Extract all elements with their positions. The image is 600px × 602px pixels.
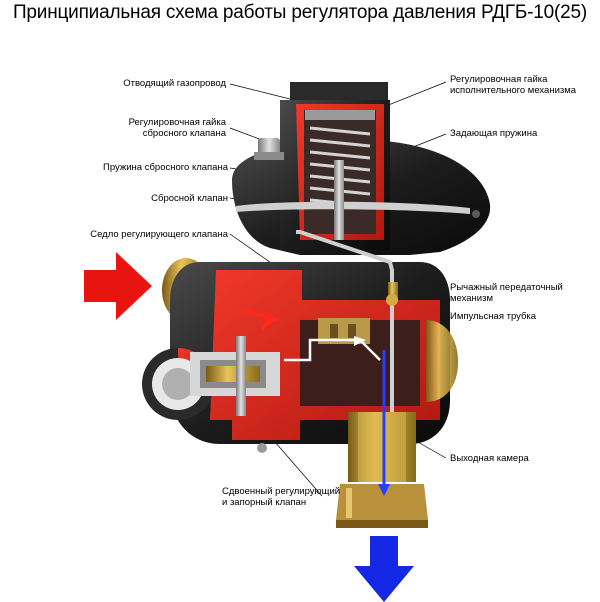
label-outlet-pipe: Отводящий газопровод (123, 78, 226, 89)
outlet-arrow (354, 536, 414, 602)
label-lever-line2: механизм (450, 293, 493, 304)
dual-valve (190, 336, 280, 416)
label-relief-nut-line1: Регулировочная гайка (128, 117, 226, 128)
label-dual-valve-line2: и запорный клапан (222, 497, 307, 508)
label-relief-nut: Регулировочная гайка сбросного клапана (129, 117, 226, 139)
inlet-arrow (84, 252, 152, 320)
label-actuator-nut: Регулировочная гайка исполнительного мех… (450, 74, 576, 96)
label-actuator-nut-line2: исполнительного механизма (450, 85, 577, 96)
label-dual-valve-line1: Сдвоенный регулирующий (222, 486, 341, 497)
label-setting-spring: Задающая пружина (450, 128, 538, 139)
label-relief-spring: Пружина сбросного клапана (103, 162, 228, 173)
label-lever-line1: Рычажный передаточный (450, 282, 563, 293)
label-lever: Рычажный передаточный механизм (450, 282, 563, 304)
outlet-nut (336, 484, 428, 520)
label-relief-nut-line2: сбросного клапана (142, 128, 226, 139)
page-title: Принципиальная схема работы регулятора д… (12, 2, 588, 23)
label-valve-seat: Седло регулирующего клапана (90, 229, 228, 240)
label-outlet-chamber: Выходная камера (450, 453, 529, 464)
impulse-tube (296, 230, 394, 430)
side-flange (426, 320, 458, 402)
label-impulse-tube: Импульсная трубка (450, 311, 537, 322)
label-relief-valve: Сбросной клапан (151, 193, 228, 204)
label-dual-valve: Сдвоенный регулирующий и запорный клапан (222, 486, 340, 508)
label-actuator-nut-line1: Регулировочная гайка (450, 74, 548, 85)
